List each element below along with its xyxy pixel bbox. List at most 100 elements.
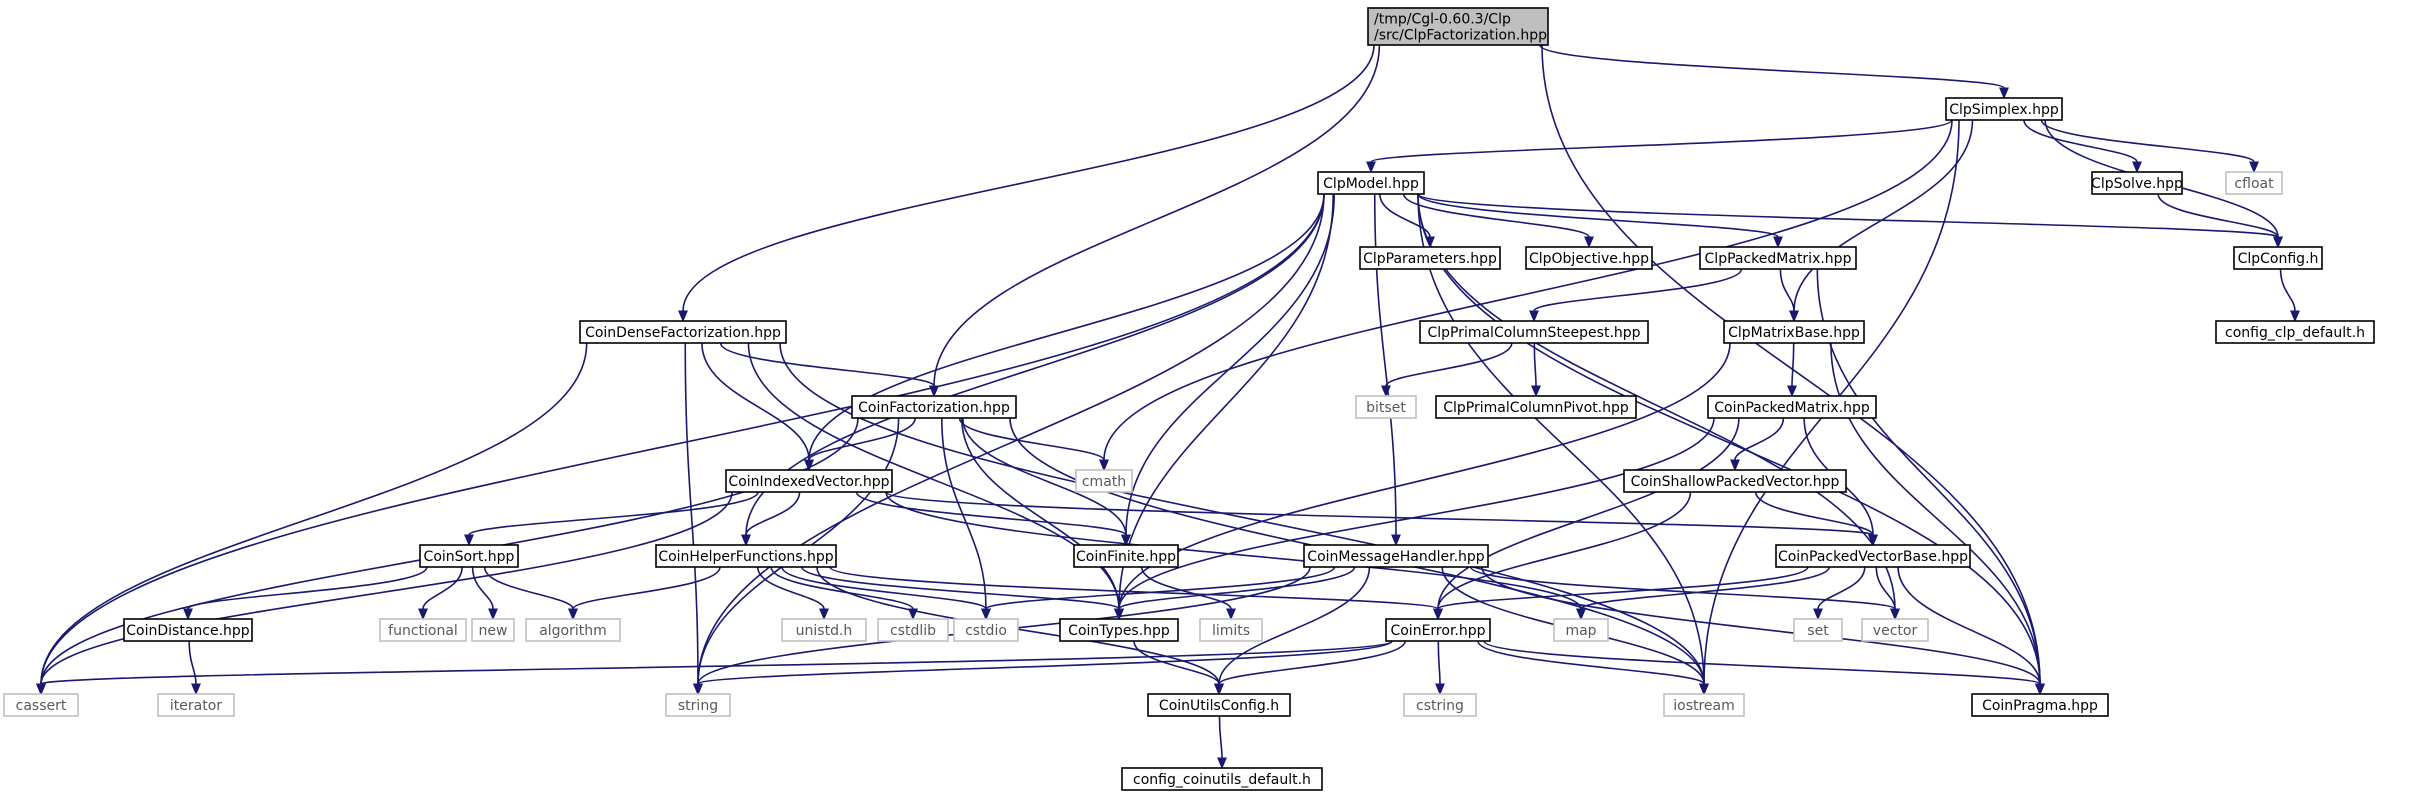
node-label: ClpModel.hpp (1323, 176, 1419, 192)
node-clp-config[interactable]: ClpConfig.h (2233, 246, 2323, 270)
edge-line (808, 417, 917, 461)
edge-line (572, 566, 721, 610)
node-clp-objective[interactable]: ClpObjective.hpp (1525, 246, 1653, 270)
node-coin-utils-config[interactable]: CoinUtilsConfig.h (1147, 693, 1291, 717)
edge-arrowhead (2290, 310, 2300, 323)
node-coin-finite[interactable]: CoinFinite.hpp (1073, 544, 1179, 568)
edge-arrowhead (1114, 608, 1124, 621)
node-coin-helper-functions[interactable]: CoinHelperFunctions.hpp (655, 544, 837, 568)
node-box (953, 618, 1019, 642)
node-box (525, 618, 621, 642)
node-box (1525, 246, 1653, 270)
node-iostream: iostream (1663, 693, 1745, 717)
edge-line (1734, 417, 1785, 461)
edge-line (188, 640, 197, 685)
edge-line (684, 342, 699, 685)
node-box (2225, 171, 2283, 195)
node-box (655, 544, 837, 568)
edge-line (1140, 566, 1232, 610)
node-cmath: cmath (1075, 469, 1133, 493)
edge-line (1218, 640, 1406, 685)
edge-arrowhead (1529, 310, 1539, 323)
edge-coin-error-to-cstring (1435, 640, 1445, 696)
edge-line (745, 491, 801, 536)
edge-line (1125, 193, 1336, 536)
edge-line (1417, 193, 1779, 238)
edge-line (1133, 640, 1220, 685)
node-coin-packed-matrix[interactable]: CoinPackedMatrix.hpp (1707, 395, 1877, 419)
node-box (1793, 618, 1843, 642)
edge-line (2023, 119, 2138, 163)
edge-line (1373, 193, 1397, 536)
node-clp-model[interactable]: ClpModel.hpp (1317, 171, 1425, 195)
edge-line (1791, 342, 1795, 387)
node-box (1435, 395, 1637, 419)
node-box (1121, 767, 1323, 791)
edge-line (1118, 193, 1334, 610)
edge-clp-packed-matrix-to-clp-matrix-base (1779, 268, 1799, 323)
edge-line (187, 566, 428, 610)
node-coin-distance[interactable]: CoinDistance.hpp (123, 618, 253, 642)
node-box (1861, 618, 1929, 642)
node-clp-solve[interactable]: ClpSolve.hpp (2091, 171, 2183, 195)
edge-line (1218, 715, 1223, 759)
node-coin-packed-vector-base[interactable]: CoinPackedVectorBase.hpp (1775, 544, 1971, 568)
edge-line (1385, 342, 1513, 387)
edge-clp-model-to-coin-indexed-vector (804, 193, 1325, 472)
node-box (665, 693, 731, 717)
node-coin-message-handler[interactable]: CoinMessageHandler.hpp (1303, 544, 1489, 568)
node-box (1317, 171, 1425, 195)
node-label: ClpPrimalColumnSteepest.hpp (1427, 325, 1640, 341)
edge-line (801, 566, 1120, 610)
node-coin-factorization[interactable]: CoinFactorization.hpp (851, 395, 1017, 419)
edge-line (1437, 640, 1441, 685)
edge-coin-helper-functions-to-algorithm (568, 566, 721, 621)
edge-arrowhead (804, 459, 814, 472)
edge-coin-dense-factorization-to-coin-factorization (719, 342, 939, 398)
node-clp-parameters[interactable]: ClpParameters.hpp (1359, 246, 1501, 270)
edge-coin-packed-matrix-to-coin-shallow-packed-vector (1730, 417, 1785, 472)
node-coin-pragma[interactable]: CoinPragma.hpp (1971, 693, 2109, 717)
edge-coin-utils-config-to-config-coinutils-default (1217, 715, 1227, 770)
edge-arrowhead (1813, 608, 1823, 621)
edge-line (1580, 566, 1830, 610)
edges-layer (36, 44, 2300, 770)
edge-line (1817, 566, 1866, 610)
node-coin-types[interactable]: CoinTypes.hpp (1059, 618, 1179, 642)
node-coin-indexed-vector[interactable]: CoinIndexedVector.hpp (725, 469, 893, 493)
edge-coin-indexed-vector-to-coin-helper-functions (741, 491, 801, 547)
node-clp-simplex[interactable]: ClpSimplex.hpp (1945, 97, 2063, 121)
edge-line (958, 417, 1105, 461)
edge-coin-factorization-to-coin-types (960, 417, 1124, 621)
node-coin-dense-factorization[interactable]: CoinDenseFactorization.hpp (579, 320, 787, 344)
node-coin-shallow-packed-vector[interactable]: CoinShallowPackedVector.hpp (1623, 469, 1847, 493)
node-box (1623, 469, 1847, 493)
node-cassert: cassert (3, 693, 79, 717)
edge-line (885, 491, 1582, 610)
edge-line (1754, 491, 1874, 536)
node-config-clp-default[interactable]: config_clp_default.h (2215, 320, 2375, 344)
node-root[interactable]: /tmp/Cgl-0.60.3/Clp/src/ClpFactorization… (1367, 7, 1549, 46)
node-box (1075, 469, 1133, 493)
node-config-coinutils-default[interactable]: config_coinutils_default.h (1121, 767, 1323, 791)
edge-arrowhead (1435, 683, 1445, 696)
edge-arrowhead (1433, 608, 1443, 621)
node-label: ClpMatrixBase.hpp (1728, 325, 1860, 341)
node-clp-packed-matrix[interactable]: ClpPackedMatrix.hpp (1699, 246, 1857, 270)
node-label: ClpConfig.h (2238, 251, 2319, 267)
node-clp-matrix-base[interactable]: ClpMatrixBase.hpp (1723, 320, 1865, 344)
node-bitset: bitset (1355, 395, 1417, 419)
node-label: cstring (1416, 698, 1464, 714)
node-coin-sort[interactable]: CoinSort.hpp (419, 544, 519, 568)
edge-arrowhead (1730, 459, 1740, 472)
edge-arrowhead (1584, 236, 1594, 249)
node-box (851, 395, 1017, 419)
node-label: cmath (1082, 474, 1126, 490)
edge-arrowhead (2249, 161, 2259, 174)
edge-line (1370, 119, 1953, 163)
edge-line (701, 342, 810, 461)
node-clp-primal-column-steepest[interactable]: ClpPrimalColumnSteepest.hpp (1419, 320, 1649, 344)
node-coin-error[interactable]: CoinError.hpp (1385, 618, 1491, 642)
node-clp-primal-column-pivot[interactable]: ClpPrimalColumnPivot.hpp (1435, 395, 1637, 419)
edge-line (1118, 566, 1356, 610)
